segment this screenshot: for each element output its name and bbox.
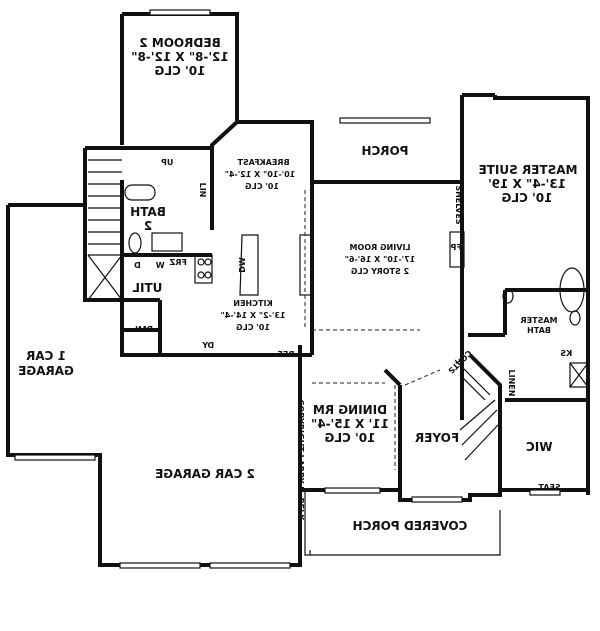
linen-label: LINEN xyxy=(507,370,516,397)
foyer-name: FOYER xyxy=(415,431,459,445)
master-bath-line2: BATH xyxy=(527,326,551,335)
master-suite-name: MASTER SUITE xyxy=(479,163,578,177)
porch-name: PORCH xyxy=(361,144,408,158)
room-labels: BEDROOM 2 12'-8" X 12'-8" 10' CLG BREAKF… xyxy=(18,36,577,533)
garage2-name: 2 CAR GARAGE xyxy=(155,467,255,481)
kitchen-name: KITCHEN xyxy=(233,299,272,308)
bedroom2-name: BEDROOM 2 xyxy=(139,36,220,50)
breakfast-name: BREAKFAST xyxy=(237,158,290,167)
details xyxy=(14,9,589,569)
up-label: UP xyxy=(161,158,173,167)
garage1-line1: 1 CAR xyxy=(26,349,66,363)
dw-label: DW xyxy=(238,257,247,273)
frz-label: FRZ xyxy=(169,258,187,267)
lin-label: LIN xyxy=(198,183,207,198)
kitchen-size: 13'-2" X 14'-4" xyxy=(220,311,285,320)
seat-label: SEAT xyxy=(538,483,561,492)
garage1-line2: GARAGE xyxy=(18,364,74,378)
util-name: UTIL xyxy=(132,281,162,295)
bath2-name: BATH xyxy=(130,205,166,219)
dining-ceiling: 10' CLG xyxy=(325,431,376,445)
bath2-number: 2 xyxy=(144,219,152,233)
ks-label: KS xyxy=(560,349,572,358)
dryer-label: D xyxy=(134,261,141,270)
coats-label: COATS xyxy=(446,348,473,375)
fp-label: FP xyxy=(450,243,461,252)
master-suite-ceiling: 10' CLG xyxy=(502,191,553,205)
bedroom2-size: 12'-8" X 12'-8" xyxy=(131,50,229,64)
master-suite-size: 13'-4" X 19' xyxy=(488,177,566,191)
wic-name: WIC xyxy=(526,440,553,454)
dy-label: DY xyxy=(202,341,214,350)
copyright: COPYRIGHT LARRY E. BELK xyxy=(296,400,305,522)
dining-name: DINING RM xyxy=(313,403,387,417)
ref-label: REF xyxy=(277,350,294,359)
master-bath-line1: MASTER xyxy=(521,316,558,325)
shelves-label: SHELVES xyxy=(454,185,463,225)
bedroom2-ceiling: 10' CLG xyxy=(155,64,206,78)
pan-label: PAN xyxy=(135,325,153,334)
living-room-name: LIVING ROOM xyxy=(349,243,410,252)
dining-size: 11' X 15'-4" xyxy=(311,417,389,431)
washer-label: W xyxy=(156,261,165,270)
covered-porch-name: COVERED PORCH xyxy=(353,519,468,533)
living-room-size: 17'-10" X 16'-6" xyxy=(345,255,416,264)
breakfast-ceiling: 10' CLG xyxy=(245,182,279,191)
kitchen-ceiling: 10' CLG xyxy=(236,323,270,332)
living-room-ceiling: 2 STORY CLG xyxy=(351,267,409,276)
breakfast-size: 10'-10" X 12'-4" xyxy=(225,170,296,179)
